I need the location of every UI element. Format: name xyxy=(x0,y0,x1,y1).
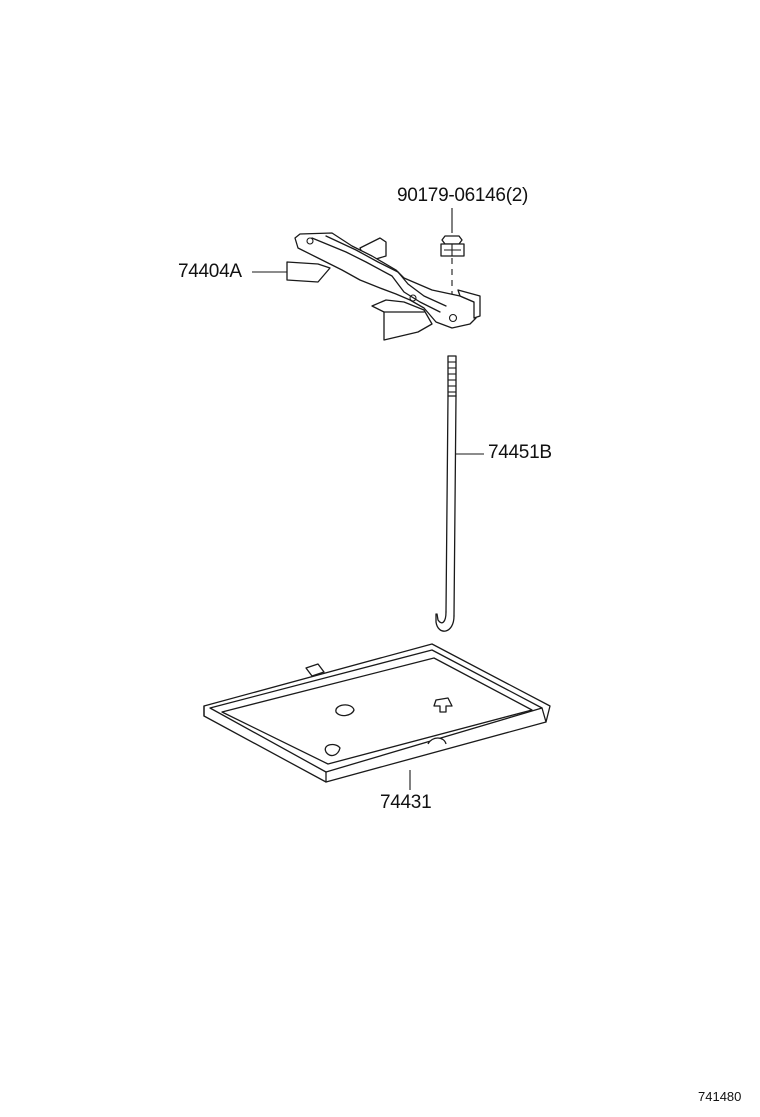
nut-part-number[interactable]: 90179-06146(2) xyxy=(397,185,529,206)
tray-floor xyxy=(221,657,533,765)
tray-arrow-icon xyxy=(433,697,453,713)
clamp-end-box xyxy=(457,289,481,319)
battery-tray-part[interactable] xyxy=(203,643,551,790)
tray-back-tab xyxy=(305,663,325,677)
tray-front-tab xyxy=(427,737,447,745)
tray-hole-bottom xyxy=(324,743,341,757)
tray-part-number[interactable]: 74431 xyxy=(380,792,432,813)
clamp-front-flange xyxy=(371,299,433,341)
clamp-hole-mid xyxy=(409,294,417,302)
rod-shaft-right xyxy=(453,395,457,617)
clamp-hole-right xyxy=(448,313,458,323)
rod-hook xyxy=(436,611,447,624)
nut-top xyxy=(441,235,463,245)
rod-shaft-left xyxy=(445,395,449,613)
nut-part[interactable] xyxy=(440,208,465,302)
clamp-part-number[interactable]: 74404A xyxy=(178,261,242,282)
clamp-hole-left xyxy=(306,237,314,245)
clamp-main-plate xyxy=(294,232,477,329)
battery-clamp-part[interactable] xyxy=(252,232,481,341)
clamp-left-flange xyxy=(286,261,331,283)
figure-code: 741480 xyxy=(698,1089,742,1104)
battery-rod-part[interactable] xyxy=(435,355,484,632)
tray-hole-top xyxy=(335,704,355,717)
rod-part-number[interactable]: 74451B xyxy=(488,442,552,463)
